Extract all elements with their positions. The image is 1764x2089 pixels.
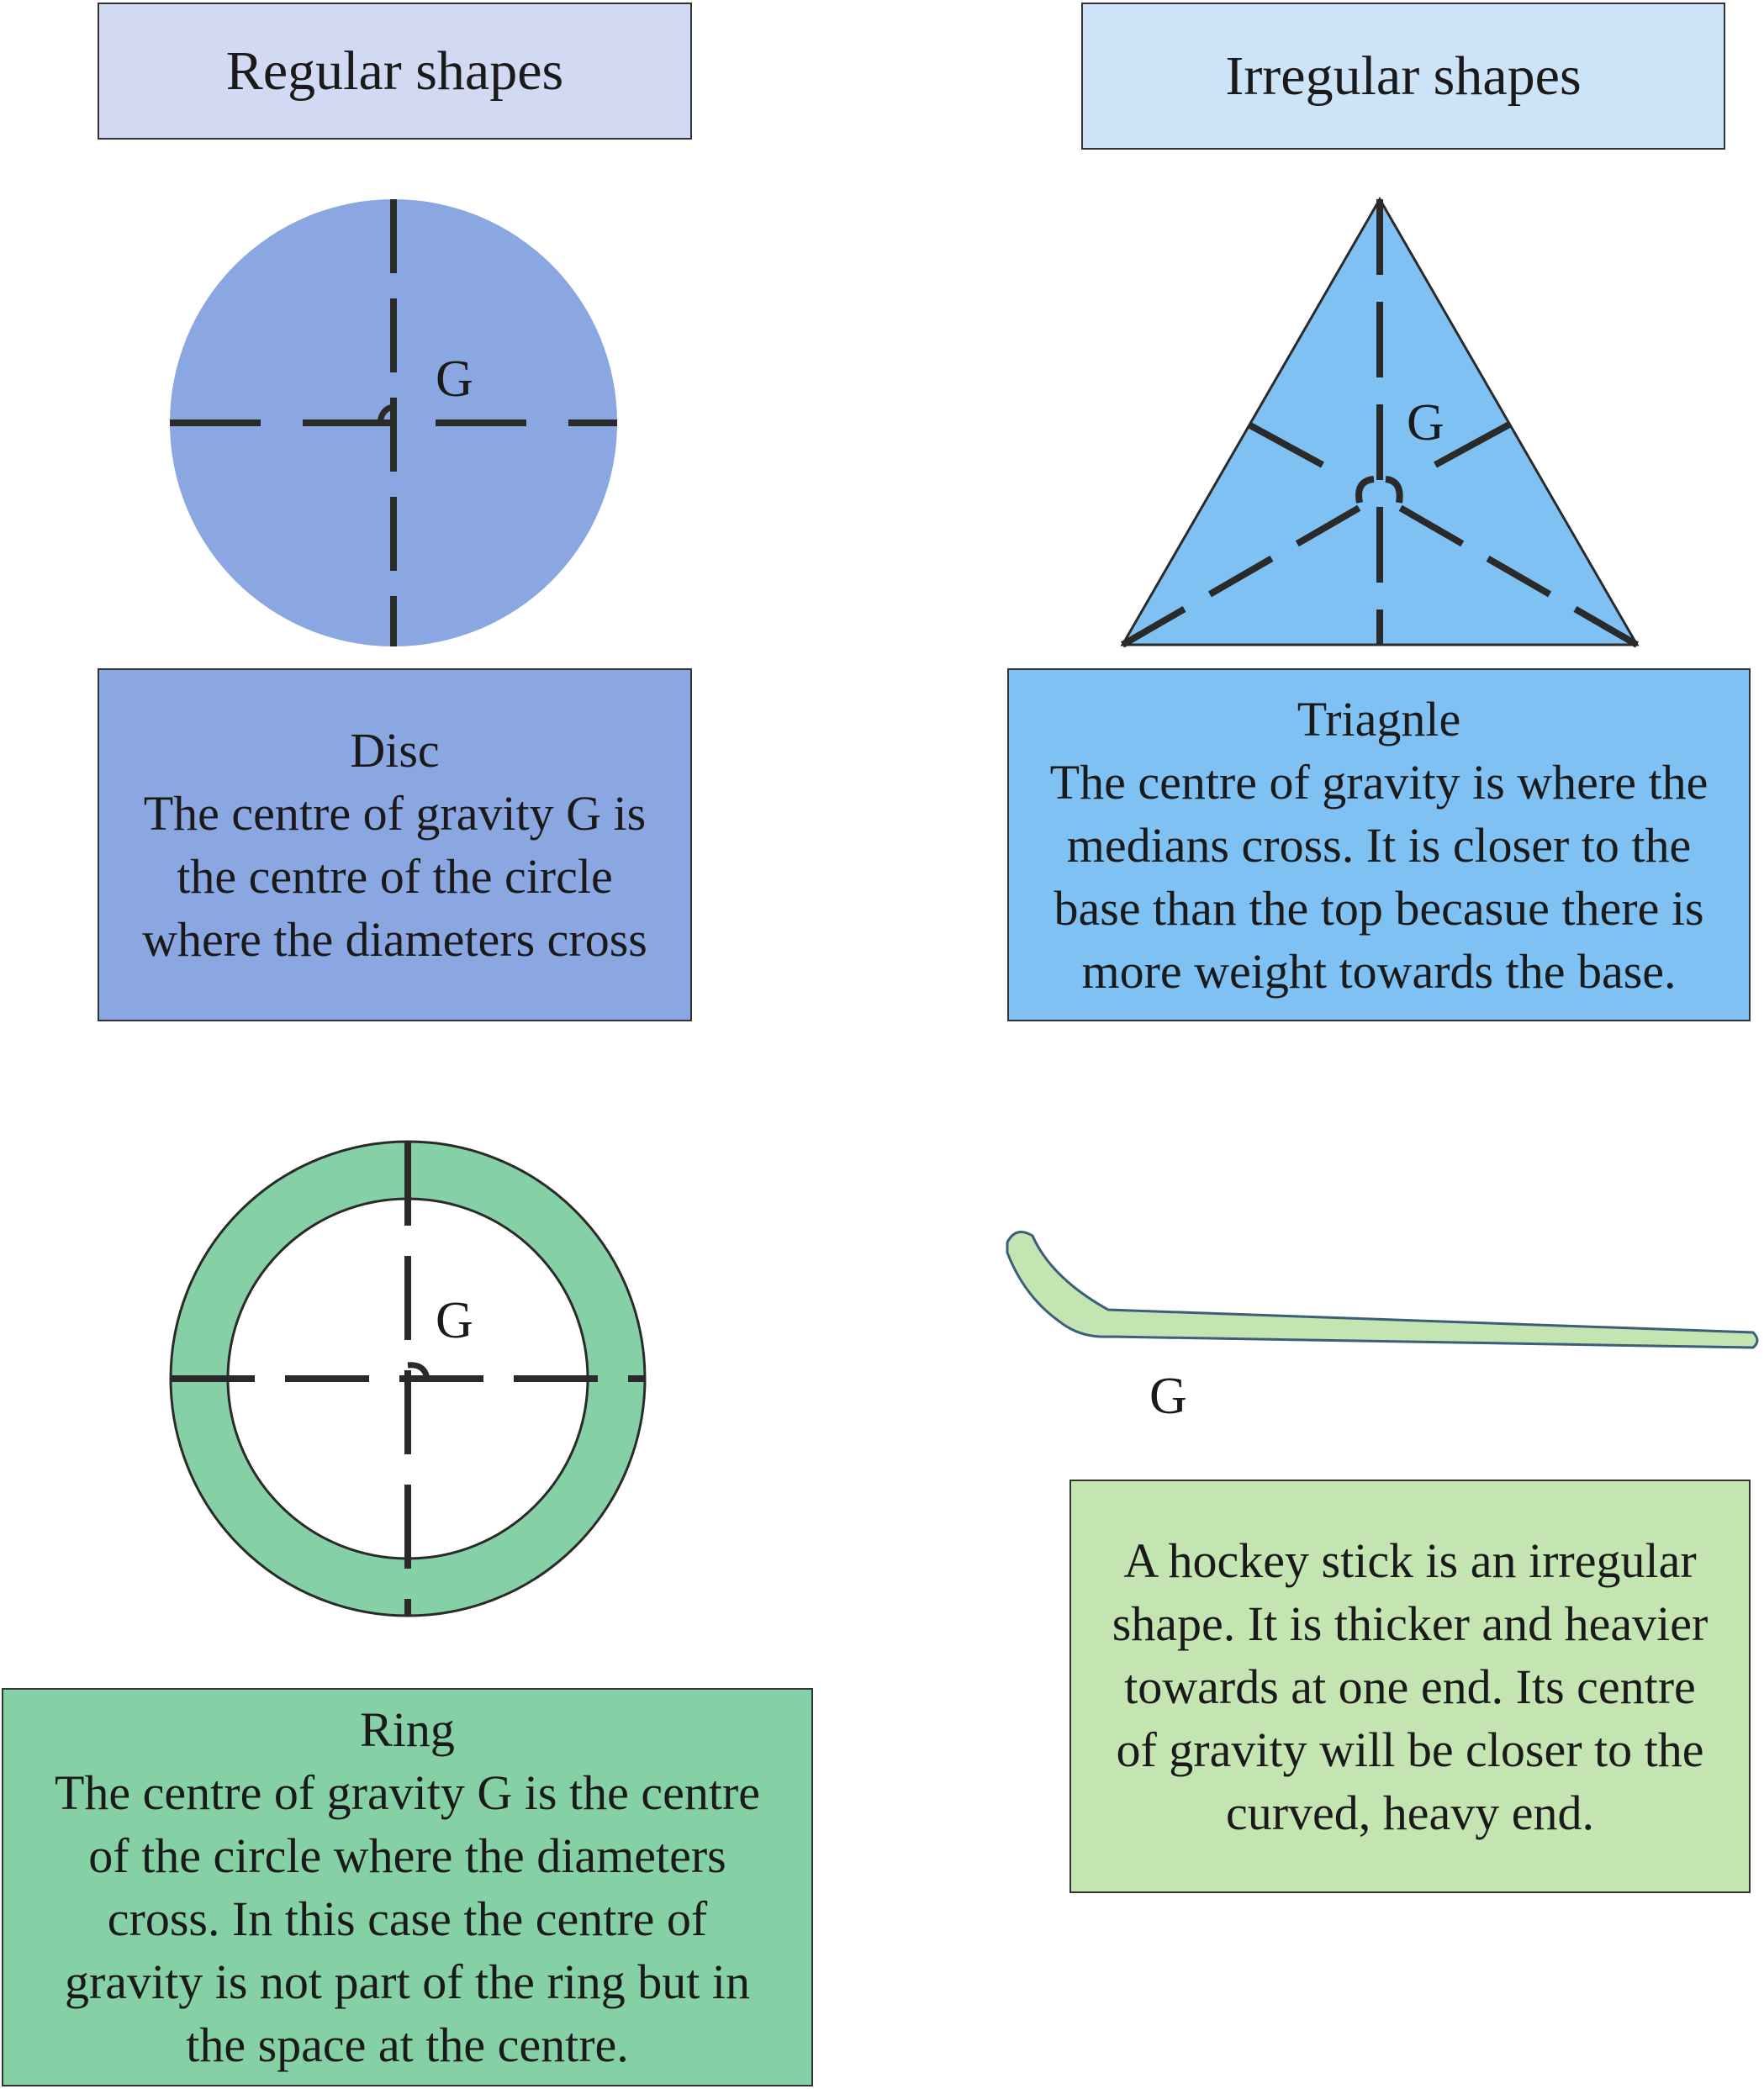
- regular-shapes-header-text: Regular shapes: [225, 40, 564, 102]
- irregular-shapes-header-text: Irregular shapes: [1225, 45, 1582, 107]
- triangle-right-edge-tick: [1434, 421, 1511, 468]
- disc-g-label: G: [436, 351, 473, 408]
- triangle-caption-box: Triagnle The centre of gravity is where …: [1007, 668, 1751, 1021]
- ring-caption-line: of the circle where the diameters: [88, 1828, 726, 1883]
- disc-centre-mark: [377, 404, 394, 424]
- hockey-stick-caption-line: towards at one end. Its centre: [1124, 1659, 1696, 1714]
- ring-figure: [169, 1140, 647, 1617]
- hockey-stick-g-label: G: [1149, 1368, 1187, 1425]
- disc-caption-line: The centre of gravity G is: [143, 786, 647, 841]
- regular-shapes-header: Regular shapes: [98, 3, 692, 140]
- hockey-stick-caption-line: of gravity will be closer to the: [1116, 1722, 1704, 1777]
- triangle-caption-line: base than the top becasue there is: [1054, 880, 1704, 936]
- hockey-stick-shape: [1006, 1231, 1759, 1349]
- ring-caption-line: gravity is not part of the ring but in: [64, 1954, 751, 2009]
- triangle-right-median: [1377, 493, 1640, 648]
- triangle-centre-mark: [1355, 476, 1403, 504]
- ring-caption-title: Ring: [360, 1702, 455, 1757]
- disc-caption-line: the centre of the circle: [177, 849, 613, 904]
- disc-caption-line: where the diameters cross: [142, 912, 647, 967]
- ring-centre-mark: [407, 1362, 430, 1379]
- triangle-caption-line: The centre of gravity is where the: [1049, 754, 1709, 810]
- hockey-stick-caption-box: A hockey stick is an irregular shape. It…: [1069, 1480, 1751, 1893]
- triangle-caption-line: more weight towards the base.: [1081, 943, 1677, 999]
- hockey-stick-caption-line: curved, heavy end.: [1225, 1785, 1595, 1840]
- ring-g-label: G: [436, 1292, 473, 1349]
- disc-caption-box: Disc The centre of gravity G is the cent…: [98, 668, 692, 1021]
- ring-caption-line: the space at the centre.: [186, 2018, 629, 2072]
- hockey-stick-figure: [1006, 1231, 1759, 1349]
- triangle-left-median: [1120, 493, 1382, 648]
- triangle-caption-line: medians cross. It is closer to the: [1066, 817, 1692, 873]
- triangle-g-label: G: [1407, 394, 1444, 451]
- triangle-caption-title: Triagnle: [1297, 691, 1461, 746]
- hockey-stick-caption-line: A hockey stick is an irregular: [1123, 1532, 1697, 1588]
- disc-figure: [170, 199, 617, 646]
- ring-caption-box: Ring The centre of gravity G is the cent…: [2, 1688, 813, 2086]
- ring-caption-line: cross. In this case the centre of: [107, 1891, 708, 1946]
- disc-caption-title: Disc: [350, 723, 440, 778]
- ring-caption-line: The centre of gravity G is the centre: [54, 1765, 761, 1820]
- irregular-shapes-header: Irregular shapes: [1081, 3, 1725, 150]
- triangle-figure: [1120, 197, 1640, 648]
- triangle-left-edge-tick: [1247, 421, 1324, 468]
- hockey-stick-caption-line: shape. It is thicker and heavier: [1112, 1596, 1709, 1651]
